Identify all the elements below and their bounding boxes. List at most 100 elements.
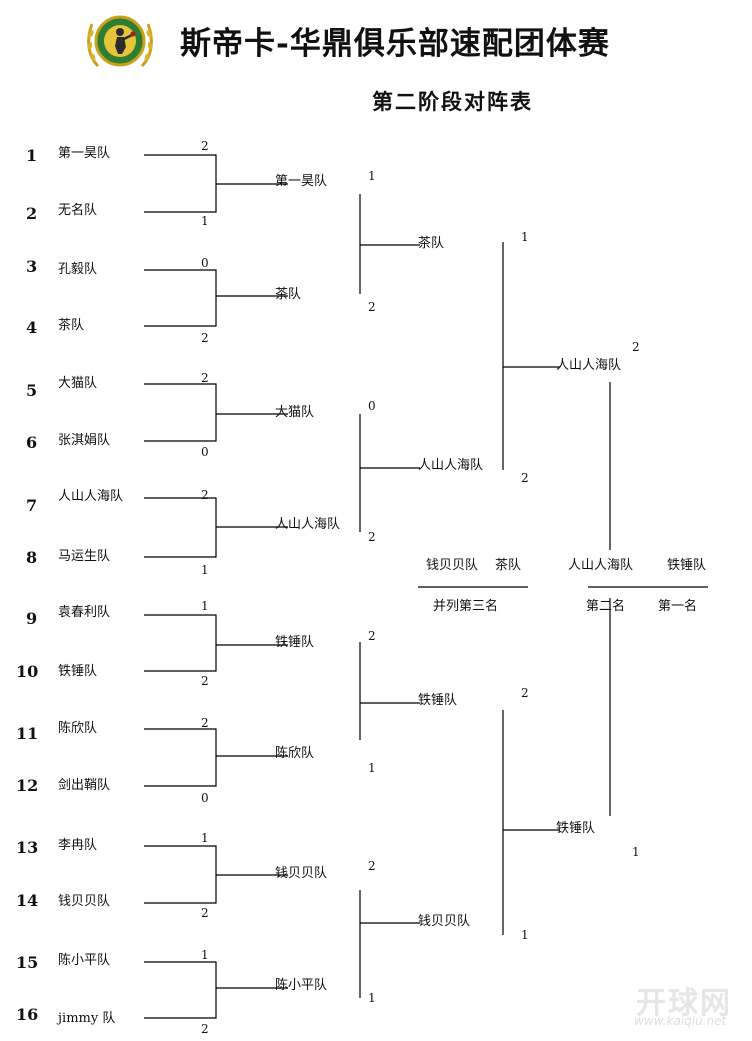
- seed-number: 16: [16, 1005, 39, 1024]
- seed-number: 14: [16, 891, 39, 910]
- r1-score: 2: [201, 716, 209, 730]
- laurel-icon: [87, 23, 153, 68]
- r3-team-name: 铁锤队: [418, 693, 458, 708]
- r1-score: 2: [201, 488, 209, 502]
- club-logo: [87, 15, 153, 68]
- watermark-url: www.kaiqiu.net: [634, 1014, 727, 1028]
- r1-match-8: [144, 961, 288, 1019]
- r4-team-name: 铁锤队: [556, 821, 596, 836]
- r2-team-name: 人山人海队: [275, 517, 341, 532]
- r3-score: 2: [521, 471, 529, 485]
- r2-team-name: 陈欣队: [275, 746, 315, 761]
- r1-score: 0: [201, 791, 209, 805]
- seed-number: 10: [16, 662, 39, 681]
- r4-score: 1: [632, 845, 640, 859]
- seed-number: 12: [16, 776, 39, 795]
- r1-team-name: 人山人海队: [58, 489, 124, 504]
- r1-team-name: 剑出鞘队: [58, 778, 111, 793]
- r1-team-name: 陈欣队: [58, 721, 98, 736]
- r1-team-name: 袁春利队: [58, 605, 111, 620]
- third-place-team: 茶队: [495, 558, 522, 573]
- r1-match-7: [144, 845, 288, 904]
- r1-score: 0: [201, 256, 209, 270]
- r1-team-name: 钱贝贝队: [58, 894, 111, 909]
- r4-score: 2: [632, 340, 640, 354]
- r2-match-1: [359, 194, 420, 294]
- r2-score: 2: [368, 300, 376, 314]
- first-place-label: 第一名: [658, 599, 698, 614]
- seed-number: 6: [26, 433, 38, 452]
- r1-team-name: 陈小平队: [58, 953, 111, 968]
- r3-match-1: [502, 242, 560, 470]
- r1-score: 1: [201, 599, 209, 613]
- r3-team-name: 钱贝贝队: [418, 914, 471, 929]
- r1-score: 1: [201, 948, 209, 962]
- seed-number: 11: [16, 724, 39, 743]
- seed-number: 7: [26, 496, 38, 515]
- r2-score: 2: [368, 530, 376, 544]
- r3-score: 1: [521, 928, 529, 942]
- seed-number: 13: [16, 838, 39, 857]
- r3-match-2: [502, 710, 560, 935]
- r1-match-4: [144, 497, 288, 558]
- second-place-label: 第二名: [586, 599, 626, 614]
- r1-match-6: [144, 728, 288, 787]
- r2-team-name: 茶队: [275, 287, 302, 302]
- r2-team-name: 大猫队: [275, 405, 315, 420]
- r2-match-2: [359, 414, 420, 532]
- page-subtitle: 第二阶段对阵表: [372, 89, 533, 114]
- r2-score: 1: [368, 761, 376, 775]
- seed-number: 3: [26, 257, 38, 276]
- page-title: 斯帝卡-华鼎俱乐部速配团体赛: [180, 26, 610, 62]
- r1-team-name: 第一昊队: [58, 146, 111, 161]
- r1-score: 2: [201, 331, 209, 345]
- r1-score: 1: [201, 563, 209, 577]
- r1-match-3: [144, 383, 288, 442]
- r1-team-name: 茶队: [58, 318, 85, 333]
- r1-team-name: 马运生队: [58, 549, 111, 564]
- r2-score: 2: [368, 859, 376, 873]
- seed-number: 2: [26, 204, 38, 223]
- seed-number: 9: [26, 609, 38, 628]
- r1-match-5: [144, 614, 288, 672]
- second-place-team: 人山人海队: [568, 558, 634, 573]
- seed-number: 8: [26, 548, 38, 567]
- r3-score: 1: [521, 230, 529, 244]
- r1-team-name: 李冉队: [58, 838, 98, 853]
- r1-team-name: jimmy 队: [58, 1011, 116, 1026]
- r1-team-name: 孔毅队: [58, 262, 98, 277]
- r2-match-3: [359, 642, 420, 740]
- r2-team-name: 钱贝贝队: [275, 866, 328, 881]
- r2-team-name: 第一昊队: [275, 174, 328, 189]
- r1-team-name: 张淇娟队: [58, 433, 111, 448]
- r1-score: 0: [201, 445, 209, 459]
- r1-team-name: 大猫队: [58, 376, 98, 391]
- first-place-team: 铁锤队: [667, 558, 707, 573]
- r3-score: 2: [521, 686, 529, 700]
- seed-number: 1: [26, 146, 38, 165]
- r3-team-name: 茶队: [418, 236, 445, 251]
- r1-score: 1: [201, 831, 209, 845]
- r2-score: 0: [368, 399, 376, 413]
- seed-number: 15: [16, 953, 39, 972]
- r1-team-name: 铁锤队: [58, 664, 98, 679]
- r1-team-name: 无名队: [58, 203, 98, 218]
- watermark-text: 开球网: [636, 986, 732, 1021]
- player-icon: [115, 28, 136, 54]
- r1-score: 2: [201, 1022, 209, 1036]
- third-place-label: 并列第三名: [433, 599, 499, 614]
- r1-score: 2: [201, 674, 209, 688]
- seed-number: 4: [26, 318, 38, 337]
- third-place-team: 钱贝贝队: [426, 558, 479, 573]
- r1-score: 2: [201, 371, 209, 385]
- seed-number: 5: [26, 381, 38, 400]
- r4-team-name: 人山人海队: [556, 358, 622, 373]
- site-watermark: 开球网 www.kaiqiu.net: [630, 978, 748, 1034]
- r2-team-name: 铁锤队: [275, 635, 315, 650]
- r1-score: 1: [201, 214, 209, 228]
- r2-match-4: [359, 890, 420, 998]
- r3-team-name: 人山人海队: [418, 458, 484, 473]
- r2-score: 1: [368, 169, 376, 183]
- r2-score: 1: [368, 991, 376, 1005]
